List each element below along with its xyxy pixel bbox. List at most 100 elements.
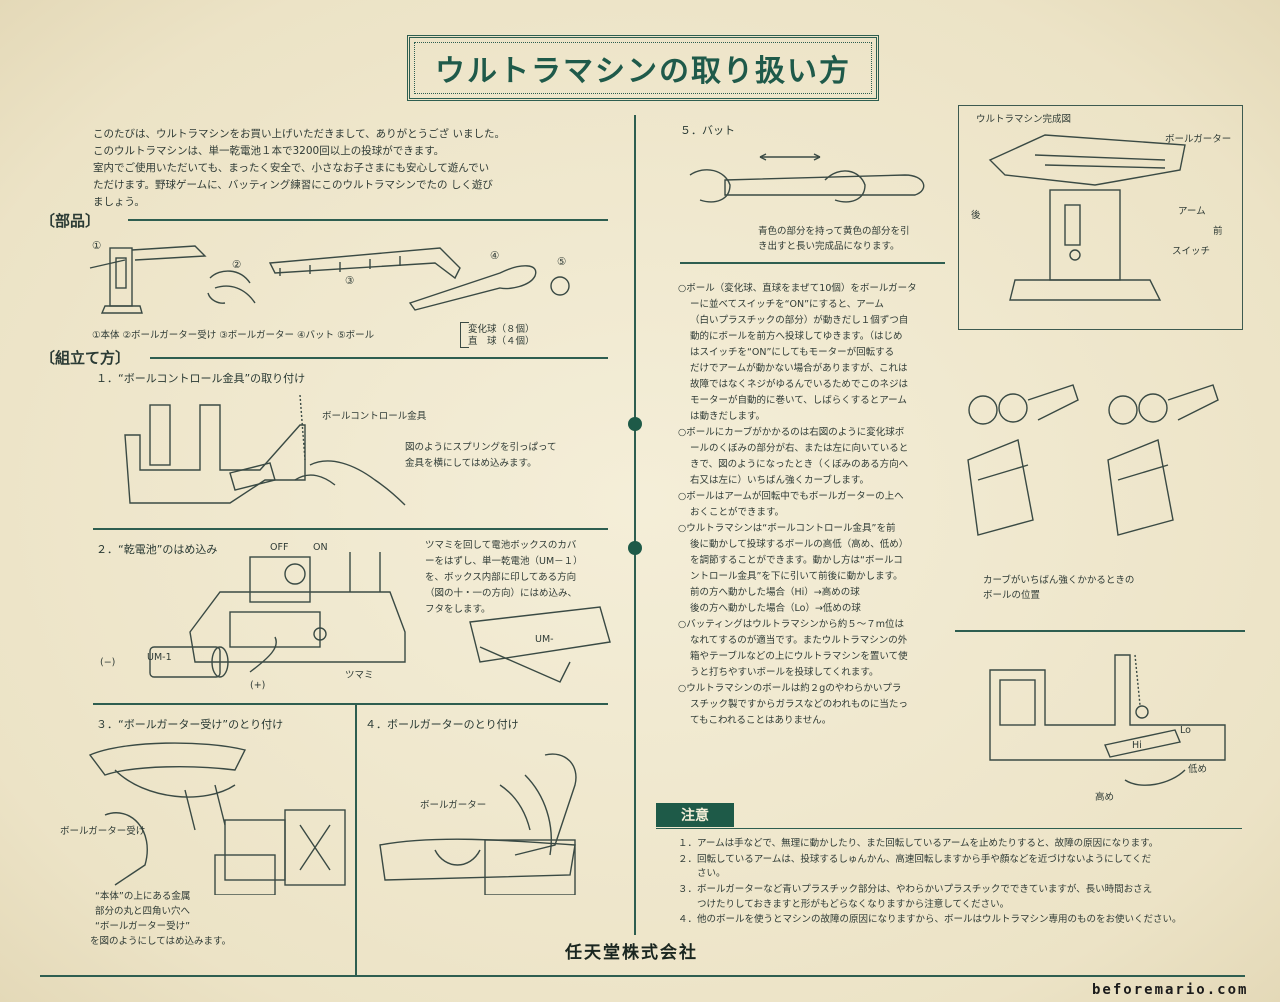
parts-legend: ①本体 ②ボールガーター受け ③ボールガーター ④バット ⑤ボール [92, 330, 375, 341]
control-low: 低め [1188, 764, 1208, 775]
divider [93, 703, 608, 705]
divider [93, 528, 608, 530]
title-frame: ウルトラマシンの取り扱い方 [407, 35, 879, 101]
instruction-line: なれてするのが適当です。またウルトラマシンの外 [690, 635, 908, 646]
step2-desc: ーをはずし、単一乾電池（UM－１） [425, 556, 583, 567]
instruction-line: うと打ちやすいボールを投球してくれます。 [690, 667, 879, 678]
instruction-line: ントロール金具”を下に引いて前後に動かします。 [690, 571, 903, 582]
instruction-line: 後に動かして投球するボールの高低（高め、低め） [690, 539, 909, 550]
caution-item: ２．回転しているアームは、投球するしゅんかん、高速回転しますから手や顔などを近づ… [678, 854, 1152, 865]
battery-plus: (+) [250, 680, 266, 691]
instruction-line: 後の方へ動かした場合（Lo）→低めの球 [690, 603, 861, 614]
cover-label: UM- [535, 634, 554, 645]
control-hi: Hi [1132, 740, 1142, 751]
bat-illustration [689, 153, 925, 203]
curve-caption: ボールの位置 [983, 590, 1041, 601]
parts-heading: 〔部品〕 [40, 212, 101, 230]
parts-illustration [89, 245, 570, 314]
page-title: ウルトラマシンの取り扱い方 [435, 54, 851, 89]
label-switch: スイッチ [1172, 246, 1211, 257]
maker-name: 任天堂株式会社 [565, 943, 698, 963]
step2-desc: フタをします。 [425, 604, 491, 615]
instruction-line: 右又は左に）いちばん強くカーブします。 [690, 475, 869, 486]
instruction-line: 前の方へ動かした場合（Hi）→高めの球 [690, 587, 860, 598]
step2-illustration [149, 552, 611, 683]
instruction-line: だけでアームが動かない場合がありますが、これは [690, 363, 908, 374]
complete-frame [958, 105, 1243, 330]
part-number: ④ [490, 250, 500, 262]
divider [955, 630, 1245, 632]
column-divider [634, 115, 636, 935]
divider [355, 705, 357, 975]
ball-type-straight: 直 球（４個） [468, 336, 535, 347]
step2-desc: を、ボックス内部に印してある方向 [425, 572, 577, 583]
step1-illustration [124, 394, 406, 506]
instruction-line: ○ボール（変化球、直球をまぜて10個）をボールガータ [678, 283, 917, 294]
bat-desc: き出すと長い完成品になります。 [758, 241, 900, 252]
bracket [460, 322, 469, 348]
step2-desc: ツマミを回して電池ボックスのカバ [425, 540, 577, 551]
step3-title: ３．“ボールガーター受け”のとり付け [96, 718, 284, 731]
curve-ball-illustration [967, 384, 1219, 536]
intro-line: ましょう。 [93, 196, 145, 208]
instruction-line: てもこわれることはありません。 [690, 715, 832, 726]
assembly-heading: 〔組立て方〕 [40, 349, 131, 367]
bottom-rule [40, 975, 1245, 977]
instruction-line: 箱やテーブルなどの上にウルトラマシンを置いて使 [690, 651, 908, 662]
switch-off-label: OFF [270, 542, 289, 553]
instruction-line: 故障ではなくネジがゆるんでいるためでこのネジは [690, 379, 909, 390]
complete-title: ウルトラマシン完成図 [976, 114, 1072, 125]
battery-label: UM-1 [147, 652, 172, 663]
step4-title: ４．ボールガーターのとり付け [365, 718, 519, 731]
knob-label: ツマミ [345, 670, 374, 681]
caution-item: つけたりしておきますと形がもどらなくなりますから注意してください。 [678, 899, 1010, 910]
label-arm: アーム [1178, 206, 1206, 217]
step2-title: ２．“乾電池”のはめ込み [96, 543, 218, 556]
binder-hole [628, 417, 642, 431]
instruction-line: （白いプラスチックの部分）が動きだし１個ずつ自 [690, 315, 909, 326]
part-number: ② [232, 259, 242, 271]
intro-line: このウルトラマシンは、単一乾電池１本で3200回以上の投球ができます。 [93, 145, 445, 157]
step1-title: １．“ボールコントロール金具”の取り付け [96, 372, 306, 385]
instruction-line: は動きだします。 [690, 411, 766, 422]
step1-desc: 図のようにスプリングを引っぱって [405, 442, 557, 453]
instruction-line: ○ウルトラマシンは“ボールコントロール金具”を前 [678, 523, 896, 534]
battery-minus: (−) [100, 657, 116, 668]
control-high: 高め [1095, 792, 1115, 803]
label-back: 後 [971, 210, 981, 221]
caution-item: ４．他のボールを使うとマシンの故障の原因になりますから、ボールはウルトラマシン専… [678, 914, 1182, 925]
step1-desc: 金具を横にしてはめ込みます。 [405, 458, 537, 469]
instruction-line: きで、図のようになったとき（くぼみのある方向へ [690, 459, 909, 470]
label-front: 前 [1213, 226, 1223, 237]
instruction-line: はスイッチを“ON”にしてもモーターが回転する [690, 347, 895, 358]
divider [680, 262, 945, 264]
instruction-line: スチック製ですからガラスなどのわれものに当たっ [690, 699, 908, 710]
step4-illustration [379, 753, 577, 895]
instruction-line: ールのくぼみの部分が右、または左に向いていると [690, 443, 909, 454]
instruction-line: おくことができます。 [690, 507, 785, 518]
ball-type-curve: 変化球（８個） [468, 324, 535, 335]
step3-desc: 部分の丸と四角い穴へ [95, 906, 191, 917]
instruction-line: モーターが自動的に巻いて、しばらくするとアーム [690, 395, 907, 406]
label-guarder: ボールガーター [1165, 134, 1232, 145]
caution-item: さい。 [678, 868, 726, 879]
step3-label: ボールガーター受け [60, 826, 146, 837]
divider [150, 357, 608, 359]
site-watermark: beforemario.com [1092, 982, 1249, 998]
caution-badge: 注意 [656, 803, 734, 827]
complete-illustration [988, 134, 1186, 301]
divider [128, 219, 608, 221]
intro-line: ただけます。野球ゲームに、バッティング練習にこのウルトラマシンでたの しく遊び [93, 179, 493, 191]
switch-on-label: ON [313, 542, 328, 553]
instruction-line: ○ウルトラマシンのボールは約２gのやわらかいプラ [678, 683, 902, 694]
instruction-line: ーに並べてスイッチを“ON”にすると、アーム [690, 299, 884, 310]
bat-desc: 青色の部分を持って黄色の部分を引 [758, 226, 910, 237]
control-lo: Lo [1180, 725, 1191, 736]
control-label: ボールコントロール金具 [322, 411, 427, 422]
divider [656, 828, 1242, 829]
instruction-line: ○ボールはアームが回転中でもボールガーターの上へ [678, 491, 904, 502]
step3-desc: “ボールガーター受け” [95, 921, 191, 932]
instruction-line: ○ボールにカーブがかかるのは右図のように変化球ボ [678, 427, 905, 438]
instruction-line: 動的にボールを前方へ投球してゆきます。（はじめ [690, 331, 903, 342]
